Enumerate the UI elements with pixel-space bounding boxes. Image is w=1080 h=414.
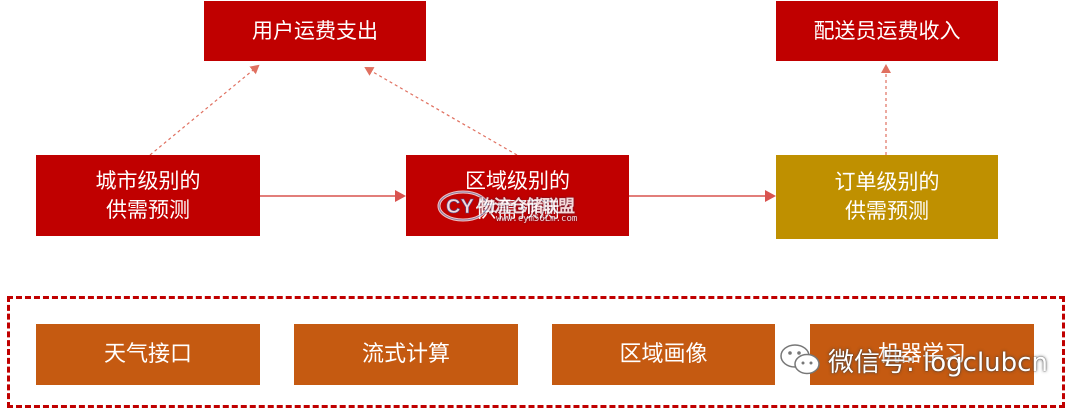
cy-logo-icon: CY bbox=[437, 190, 489, 222]
city-level-forecast-box: 城市级别的 供需预测 bbox=[36, 155, 260, 236]
arrow-region-to-user-cost bbox=[364, 67, 518, 156]
stream-computing-box: 流式计算 bbox=[294, 324, 518, 385]
wechat-icon bbox=[780, 344, 820, 375]
arrow-city-to-user-cost bbox=[149, 64, 260, 156]
order-level-forecast-box: 订单级别的 供需预测 bbox=[776, 155, 998, 239]
foundation-dashed-frame bbox=[7, 296, 1065, 408]
region-profile-box: 区域画像 bbox=[552, 324, 775, 385]
machine-learning-box: 机器学习 bbox=[810, 324, 1034, 385]
cy-watermark-name: 物流仓储联盟 bbox=[478, 197, 575, 217]
weather-api-box: 天气接口 bbox=[36, 324, 260, 385]
courier-freight-income-box: 配送员运费收入 bbox=[776, 1, 998, 61]
user-freight-expense-box: 用户运费支出 bbox=[204, 1, 426, 61]
wechat-watermark: 微信号: logclubcn bbox=[778, 338, 1048, 382]
cy-watermark: CY 物流仓储联盟 www.cym56Lm.com bbox=[436, 186, 646, 232]
wechat-id-text: 微信号: logclubcn bbox=[828, 347, 1048, 378]
cy-watermark-url: www.cym56Lm.com bbox=[496, 214, 578, 224]
region-level-forecast-box: 区域级别的 供需预测 bbox=[406, 155, 629, 236]
svg-text:CY: CY bbox=[446, 196, 474, 218]
